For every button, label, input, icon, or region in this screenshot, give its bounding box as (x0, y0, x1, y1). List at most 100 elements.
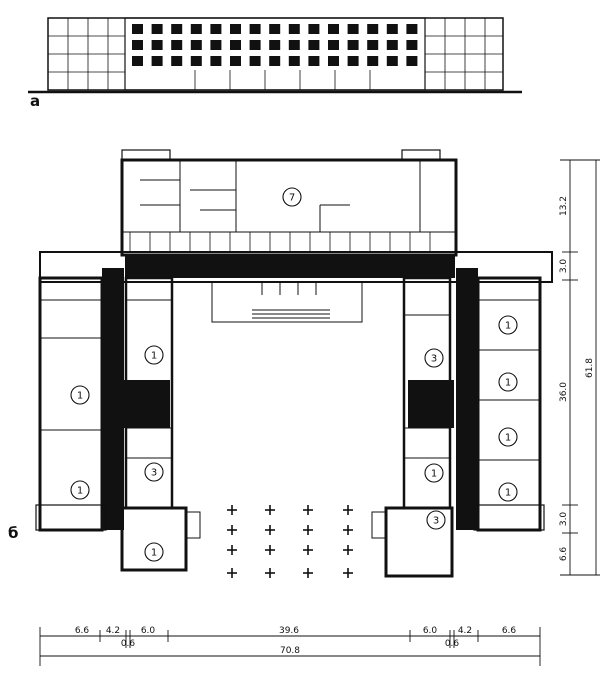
dimension-label: 6.6 (559, 547, 569, 562)
facade-window (328, 40, 339, 50)
room-number: 7 (282, 187, 302, 207)
column-marker (227, 545, 237, 555)
column-marker (227, 525, 237, 535)
svg-text:1: 1 (431, 469, 437, 480)
room-number: 1 (498, 315, 518, 335)
facade-window (347, 56, 359, 66)
svg-text:3: 3 (433, 516, 439, 527)
dimension-label: 0.6 (121, 639, 136, 649)
room-number: 3 (426, 510, 446, 530)
column-marker (343, 525, 353, 535)
svg-text:1: 1 (505, 488, 511, 499)
west-corridor (102, 268, 124, 530)
room-number: 1 (144, 542, 164, 562)
dimensions-vertical (560, 159, 600, 576)
facade-window (288, 40, 300, 50)
dimension-label: 4.2 (458, 626, 472, 636)
facade-window (328, 24, 339, 34)
front-elevation (28, 17, 522, 94)
facade-window (386, 40, 398, 50)
room-number: 3 (144, 462, 164, 482)
east-corridor (456, 268, 478, 530)
facade-window (347, 24, 359, 34)
svg-text:3: 3 (431, 354, 437, 365)
dimension-label: 6.6 (75, 626, 90, 636)
facade-window (151, 40, 163, 50)
facade-window (269, 24, 281, 34)
ground-floor-bays (194, 70, 371, 90)
svg-text:1: 1 (505, 378, 511, 389)
north-corridor (125, 256, 455, 278)
room-number: 3 (424, 348, 444, 368)
east-wing (371, 268, 545, 578)
room-number: 1 (498, 482, 518, 502)
room-labels: 7 1 1 3 1 1 3 1 1 1 1 1 3 (70, 187, 518, 562)
dimension-label: 36.0 (559, 382, 569, 402)
dimension-label: 13.2 (559, 196, 569, 216)
entrance-canopy (211, 281, 363, 323)
column-marker (343, 545, 353, 555)
svg-text:1: 1 (505, 433, 511, 444)
west-hall (124, 380, 170, 428)
dimension-label: 6.0 (141, 626, 156, 636)
facade-window (367, 56, 379, 66)
west-wing (35, 268, 201, 572)
north-office-cells (129, 232, 431, 252)
dimension-label: 6.0 (423, 626, 438, 636)
dimension-label: 3.0 (559, 259, 569, 274)
svg-text:3: 3 (151, 468, 157, 479)
facade-window (367, 40, 379, 50)
facade-window (269, 56, 281, 66)
column-marker (303, 545, 313, 555)
facade-window (171, 24, 183, 34)
svg-text:1: 1 (505, 321, 511, 332)
svg-text:1: 1 (77, 486, 83, 497)
svg-text:7: 7 (289, 193, 295, 204)
room-number: 1 (144, 345, 164, 365)
facade-window (210, 40, 222, 50)
facade-window (308, 56, 320, 66)
facade-window (171, 56, 183, 66)
dimension-label: 3.0 (559, 512, 569, 527)
facade-window (288, 56, 300, 66)
facade-window (151, 24, 163, 34)
dimension-label: 4.2 (106, 626, 120, 636)
facade-window (269, 40, 281, 50)
facade-window (249, 24, 261, 34)
floor-plan (35, 149, 553, 578)
facade-window (386, 56, 398, 66)
facade-window (190, 56, 202, 66)
column-marker (265, 568, 275, 578)
facade-window (406, 24, 418, 34)
column-marker (303, 505, 313, 515)
facade-window (190, 24, 202, 34)
facade-window (230, 40, 241, 50)
dimension-total: 61.8 (585, 358, 595, 378)
svg-text:1: 1 (151, 351, 157, 362)
facade-window (308, 24, 320, 34)
facade-window (132, 24, 143, 34)
dimension-labels-vertical: 13.2 3.0 36.0 3.0 6.6 61.8 (559, 196, 595, 561)
room-number: 1 (498, 427, 518, 447)
svg-text:1: 1 (151, 548, 157, 559)
label-plan: б (8, 524, 18, 542)
facade-window (288, 24, 300, 34)
facade-window (190, 40, 202, 50)
column-marker (343, 568, 353, 578)
room-number: 1 (70, 385, 90, 405)
facade-window (308, 40, 320, 50)
dimension-total: 70.8 (280, 646, 300, 656)
facade-window (210, 56, 222, 66)
facade-window (132, 40, 143, 50)
room-number: 1 (424, 463, 444, 483)
column-marker (265, 505, 275, 515)
courtyard-columns (227, 505, 353, 578)
svg-text:1: 1 (77, 391, 83, 402)
column-marker (303, 568, 313, 578)
column-marker (227, 568, 237, 578)
facade-window (230, 56, 241, 66)
dimension-label: 0.6 (445, 639, 460, 649)
facade-window (210, 24, 222, 34)
label-elevation: a (30, 92, 40, 110)
